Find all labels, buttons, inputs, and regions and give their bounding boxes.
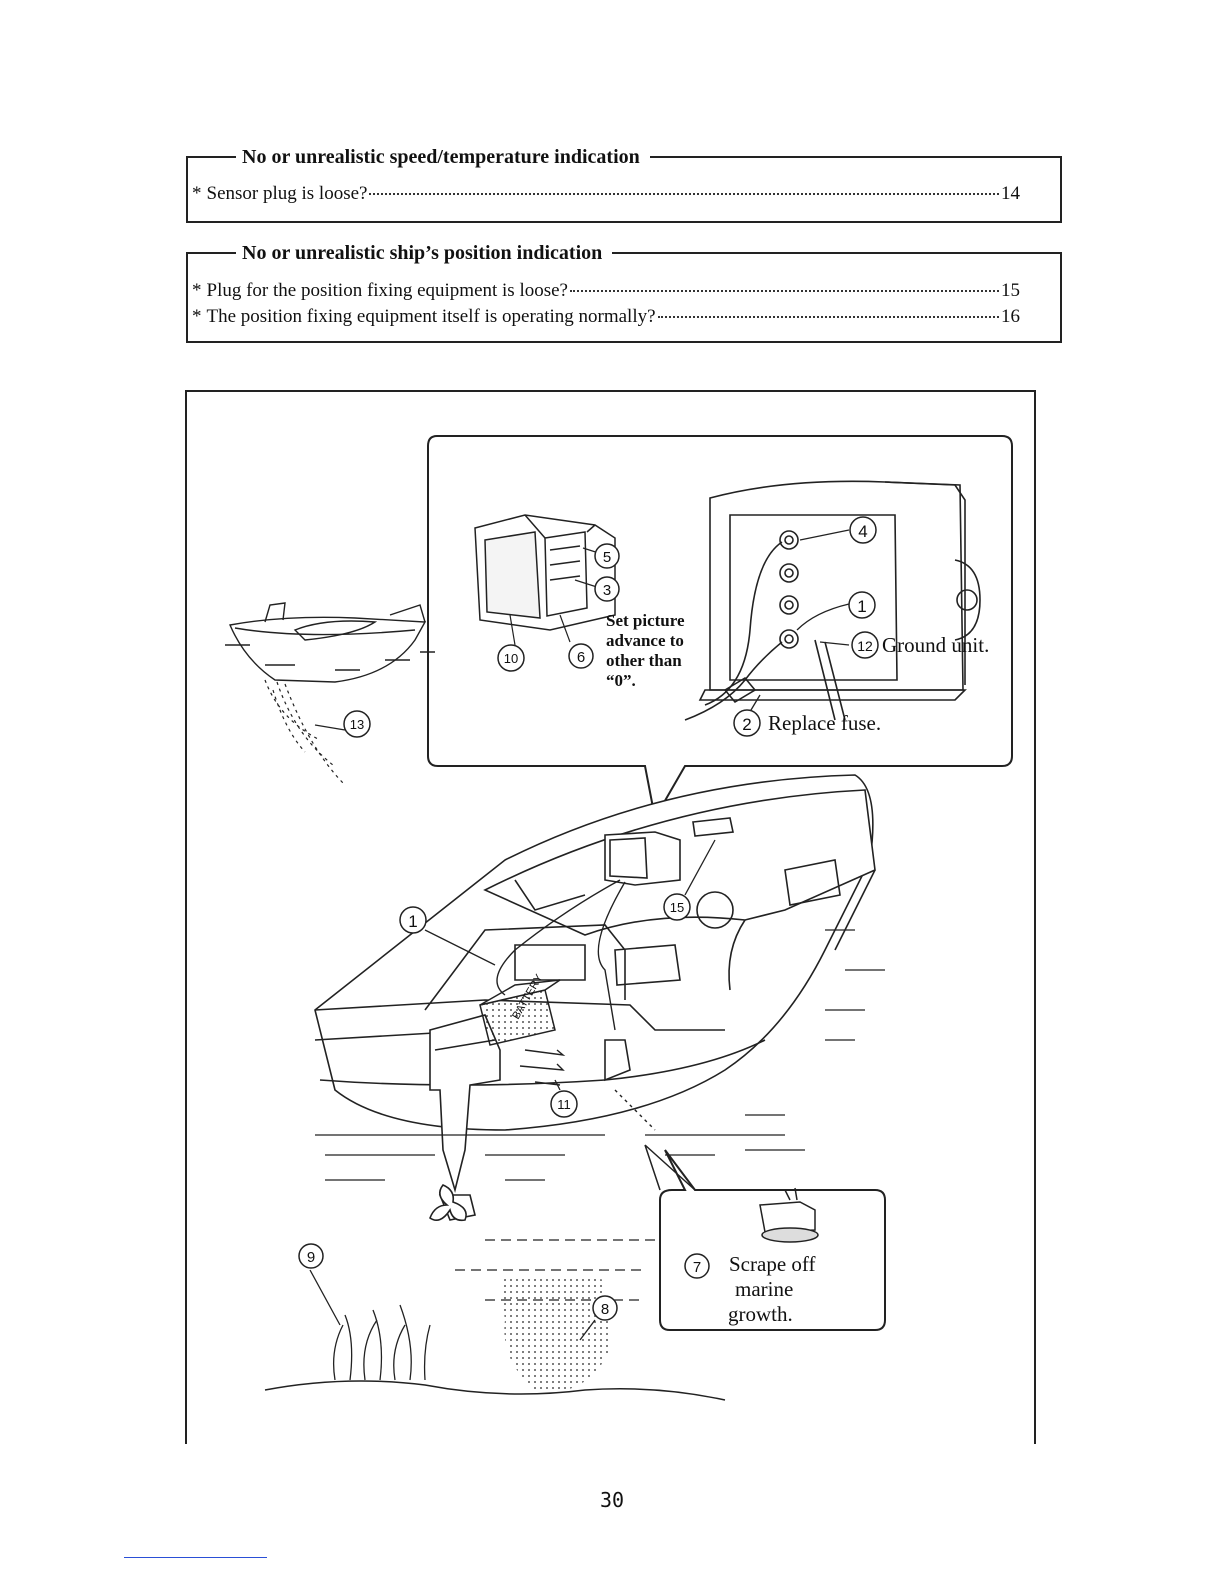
callout-10: 10	[497, 644, 525, 672]
battery: BATTERY	[479, 972, 561, 1046]
callout-8: 8	[592, 1295, 618, 1321]
callout-number: 1	[408, 912, 417, 931]
note-line: other than	[606, 651, 682, 670]
callout-13: 13	[343, 710, 371, 738]
callout-3: 3	[594, 576, 620, 602]
leader-line	[554, 1079, 561, 1091]
note-line: growth.	[728, 1302, 793, 1326]
note-line: “0”.	[606, 671, 636, 690]
scrape-off-note: Scrape off marine growth.	[728, 1252, 816, 1326]
picture-advance-note: Set picture advance to other than “0”.	[606, 611, 685, 690]
callout-9: 9	[298, 1243, 324, 1269]
callout-number: 11	[557, 1097, 571, 1112]
callout-number: 2	[742, 715, 751, 734]
leader-lines-inset-right	[744, 529, 850, 721]
item-bullet: *	[192, 306, 202, 327]
leader-line	[684, 839, 716, 896]
callout-number: 1	[857, 597, 866, 616]
title-rule	[186, 252, 236, 254]
section-title: No or unrealistic speed/temperature indi…	[242, 145, 640, 168]
fish-school	[500, 1275, 610, 1392]
section-title-row: No or unrealistic ship’s position indica…	[186, 239, 1062, 267]
leader-line	[579, 1319, 596, 1341]
sonar-beam	[264, 679, 346, 786]
item-page-ref: 16	[1001, 306, 1020, 327]
water-surface	[315, 929, 885, 1301]
callout-12: 12	[851, 631, 879, 659]
title-rule	[186, 156, 236, 158]
leader-line	[314, 724, 346, 731]
callout-1-main: 1	[399, 906, 427, 934]
note-line: Scrape off	[729, 1252, 816, 1276]
dot-leader	[570, 290, 999, 292]
replace-fuse-label: Replace fuse.	[768, 711, 881, 735]
note-line: marine	[735, 1277, 793, 1301]
leader-line	[309, 1269, 341, 1326]
installation-diagram: 5 3 10 6 Set picture advance to other th…	[185, 390, 1036, 1444]
sea-bed	[264, 1380, 726, 1401]
item-bullet: *	[192, 280, 202, 301]
title-rule	[612, 252, 1062, 254]
note-line: advance to	[606, 631, 684, 650]
note-line: Set picture	[606, 611, 685, 630]
item-page-ref: 15	[1001, 280, 1020, 301]
callout-number: 9	[307, 1249, 315, 1266]
callout-6: 6	[568, 643, 594, 669]
seaweed	[332, 1304, 431, 1381]
item-text: Sensor plug is loose?	[206, 183, 368, 204]
diagram-canvas: 5 3 10 6 Set picture advance to other th…	[185, 390, 1036, 1444]
item-text: Plug for the position fixing equipment i…	[206, 280, 569, 301]
title-rule	[649, 156, 1062, 158]
transducer-closeup	[759, 1187, 819, 1243]
item-bullet: *	[192, 183, 202, 204]
callout-7: 7	[684, 1253, 710, 1279]
main-boat-hull	[314, 774, 876, 1222]
callout-number: 8	[601, 1301, 609, 1318]
ground-unit-label: Ground unit.	[882, 633, 989, 657]
small-boat	[225, 602, 435, 683]
callout-number: 10	[504, 651, 518, 666]
callout-number: 12	[857, 638, 873, 654]
interference-arrows	[519, 1049, 566, 1086]
figure-frame-border	[185, 390, 1036, 1444]
page-number: 30	[599, 1488, 625, 1512]
callout-number: 6	[577, 649, 585, 666]
item-page-ref: 14	[1001, 183, 1020, 204]
callout-5: 5	[594, 543, 620, 569]
scrape-inset-pointer	[644, 1144, 696, 1191]
display-unit-front	[474, 514, 616, 631]
main-boat-cables	[496, 879, 626, 1031]
callout-15: 15	[663, 893, 691, 921]
check-item: * Sensor plug is loose? 14	[192, 183, 1020, 207]
callout-number: 5	[603, 549, 611, 566]
leader-line	[424, 929, 496, 966]
display-unit-rear-panel	[684, 480, 981, 721]
callout-11: 11	[550, 1090, 578, 1118]
item-text: The position fixing equipment itself is …	[206, 306, 656, 327]
footer-rule	[124, 1557, 267, 1558]
troubleshoot-section-speed-temp: No or unrealistic speed/temperature indi…	[186, 146, 1062, 223]
dot-leader	[369, 193, 999, 195]
dot-leader	[657, 316, 999, 318]
section-title-row: No or unrealistic speed/temperature indi…	[186, 143, 1062, 171]
callout-1-inset: 1	[848, 591, 876, 619]
troubleshoot-section-position: No or unrealistic ship’s position indica…	[186, 242, 1062, 343]
transducer-beam-arrow	[614, 1089, 656, 1131]
callout-number: 13	[350, 717, 364, 732]
section-title: No or unrealistic ship’s position indica…	[242, 241, 603, 264]
callout-number: 4	[858, 522, 867, 541]
callout-2: 2	[733, 709, 761, 737]
callout-number: 15	[670, 900, 684, 915]
callout-number: 3	[603, 582, 611, 599]
callout-4: 4	[849, 516, 877, 544]
callout-number: 7	[693, 1259, 701, 1276]
check-item: * Plug for the position fixing equipment…	[192, 280, 1020, 304]
check-item: * The position fixing equipment itself i…	[192, 306, 1020, 330]
